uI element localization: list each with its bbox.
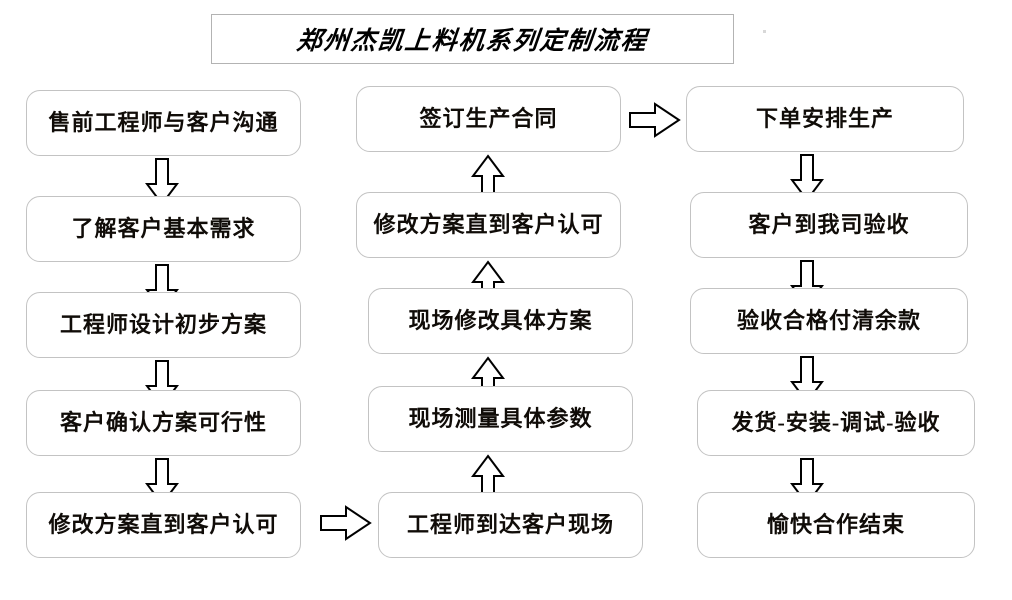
- node-sign-production-contract[interactable]: 签订生产合同: [356, 86, 621, 152]
- node-ship-install-debug-accept[interactable]: 发货-安装-调试-验收: [697, 390, 975, 456]
- node-label: 售前工程师与客户沟通: [48, 110, 279, 135]
- node-pre-sales-communication[interactable]: 售前工程师与客户沟通: [26, 90, 301, 156]
- chart-title-box: 郑州杰凯上料机系列定制流程: [211, 14, 734, 64]
- node-engineer-arrives-onsite[interactable]: 工程师到达客户现场: [378, 492, 643, 558]
- node-label: 了解客户基本需求: [71, 216, 256, 241]
- node-label: 下单安排生产: [755, 106, 894, 131]
- node-pay-balance-after-acceptance[interactable]: 验收合格付清余款: [690, 288, 968, 354]
- node-customer-inspection-at-our-company[interactable]: 客户到我司验收: [690, 192, 968, 258]
- node-onsite-measure-params[interactable]: 现场测量具体参数: [368, 386, 633, 452]
- arrow-down-col1-1: [145, 158, 179, 206]
- node-label: 工程师到达客户现场: [406, 512, 614, 537]
- node-place-order-schedule-production[interactable]: 下单安排生产: [686, 86, 964, 152]
- node-label: 验收合格付清余款: [736, 308, 921, 333]
- node-pleasant-cooperation-end[interactable]: 愉快合作结束: [697, 492, 975, 558]
- arrow-down-col3-1: [790, 154, 824, 202]
- node-onsite-revise-plan[interactable]: 现场修改具体方案: [368, 288, 633, 354]
- node-label: 发货-安装-调试-验收: [731, 410, 941, 435]
- artifact-speck: [763, 30, 766, 33]
- node-understand-basic-needs[interactable]: 了解客户基本需求: [26, 196, 301, 262]
- node-label: 修改方案直到客户认可: [48, 512, 279, 537]
- connector-col1-to-col2: [320, 505, 372, 541]
- node-engineer-initial-plan[interactable]: 工程师设计初步方案: [26, 292, 301, 358]
- node-customer-confirm-feasibility[interactable]: 客户确认方案可行性: [26, 390, 301, 456]
- node-label: 客户确认方案可行性: [59, 410, 267, 435]
- chart-title-text: 郑州杰凯上料机系列定制流程: [295, 28, 650, 55]
- node-label: 现场测量具体参数: [408, 406, 593, 431]
- node-label: 签订生产合同: [419, 106, 558, 131]
- node-revise-until-approved-1[interactable]: 修改方案直到客户认可: [26, 492, 301, 558]
- node-label: 修改方案直到客户认可: [373, 212, 604, 237]
- node-label: 愉快合作结束: [766, 512, 905, 537]
- node-label: 工程师设计初步方案: [59, 312, 267, 337]
- node-label: 现场修改具体方案: [408, 308, 593, 333]
- connector-col2-to-col3: [629, 102, 681, 138]
- node-label: 客户到我司验收: [748, 212, 910, 237]
- node-revise-until-approved-2[interactable]: 修改方案直到客户认可: [356, 192, 621, 258]
